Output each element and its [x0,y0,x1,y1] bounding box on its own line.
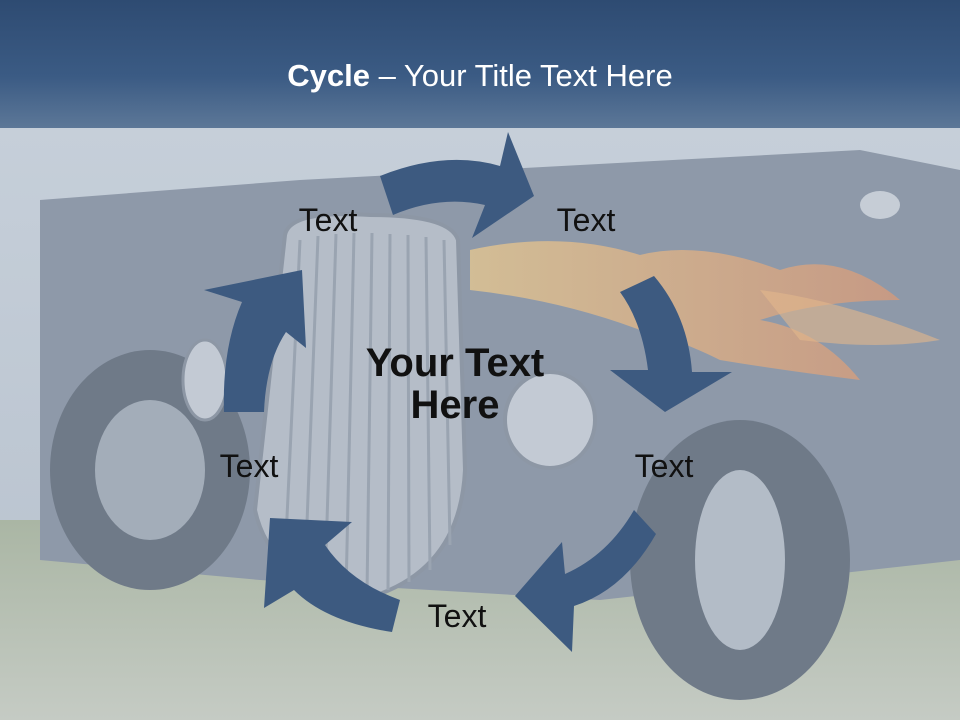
cycle-arrow-4 [264,518,400,632]
cycle-arrow-2 [610,276,732,412]
cycle-arrow-3 [515,510,656,652]
cycle-node-top-left: Text [298,202,358,238]
cycle-node-left: Text [219,448,279,484]
cycle-node-bottom: Text [427,598,487,634]
cycle-node-top-right: Text [556,202,616,238]
center-text-line-2: Here [410,383,500,427]
title-bar [0,0,960,128]
slide-title: Cycle – Your Title Text Here [0,56,960,96]
title-rest: – Your Title Text Here [370,58,673,93]
center-text: Your Text Here [330,342,580,426]
cycle-arrow-1 [380,132,534,238]
center-text-line-1: Your Text [365,341,545,385]
cycle-arrow-5 [204,270,306,412]
title-bold: Cycle [287,58,370,93]
cycle-node-right: Text [634,448,694,484]
